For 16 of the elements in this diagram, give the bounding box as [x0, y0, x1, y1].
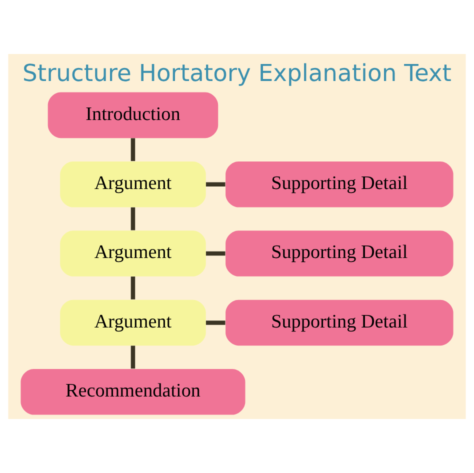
diagram-title: Structure Hortatory Explanation Text: [22, 59, 452, 88]
node-box: Argument: [60, 300, 206, 346]
connector: [206, 320, 226, 325]
connector: [130, 346, 136, 369]
connector: [206, 251, 226, 256]
node-box: Supporting Detail: [226, 300, 454, 346]
connector: [130, 138, 136, 162]
node-box: Supporting Detail: [226, 161, 454, 208]
connector: [130, 276, 136, 300]
node-box: Introduction: [48, 92, 218, 138]
connector: [206, 182, 226, 186]
node-box: Argument: [60, 230, 206, 276]
node-box: Supporting Detail: [226, 230, 454, 276]
node-box: Argument: [60, 161, 206, 208]
connector: [130, 207, 136, 230]
node-box: Recommendation: [20, 368, 246, 415]
